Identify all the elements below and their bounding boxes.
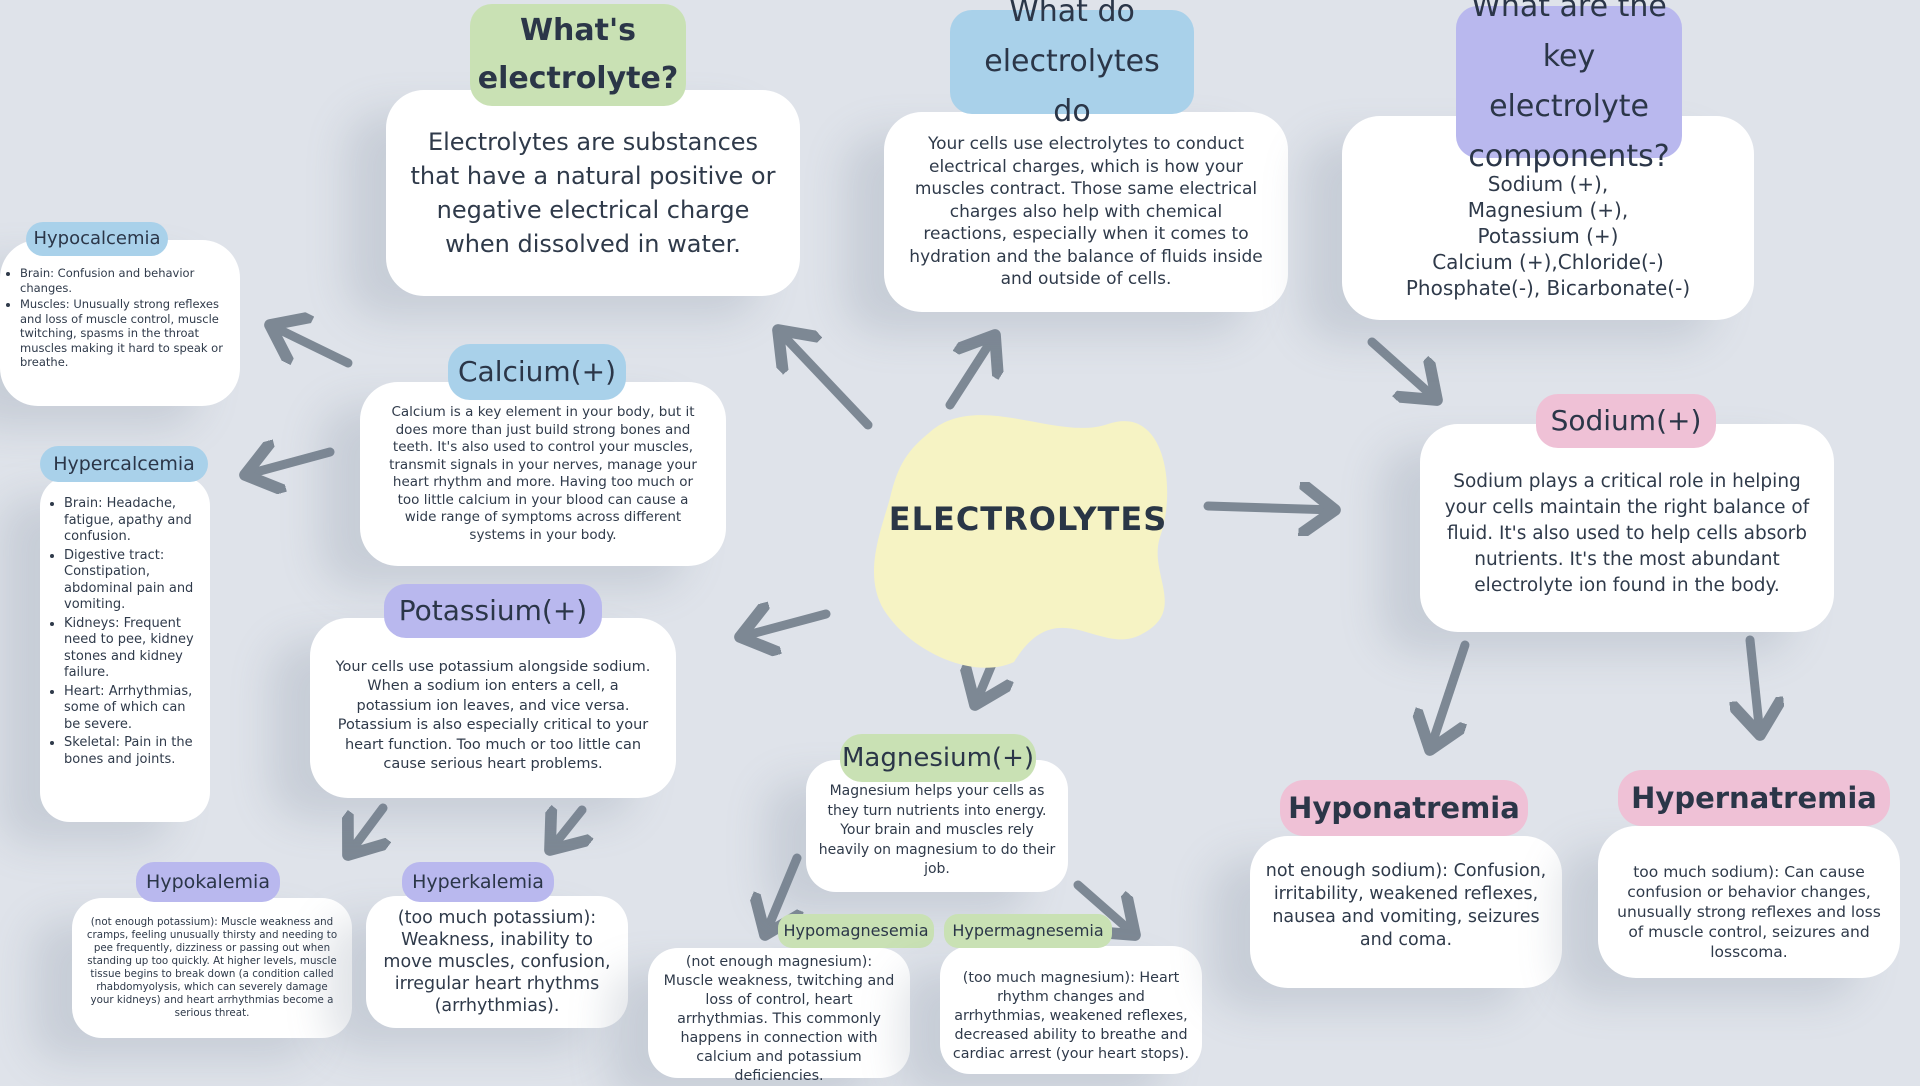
hypocalcemia-item: Muscles: Unusually strong reflexes and l… [20, 297, 226, 370]
arrow-to-whats [778, 330, 873, 430]
sodium-title: Sodium(+) [1536, 394, 1716, 448]
component-phosphate-bicarbonate: Phosphate(-), Bicarbonate(-) [1405, 276, 1691, 300]
hypernatremia-title: Hypernatremia [1618, 770, 1890, 826]
whats-electrolyte-text: Electrolytes are substances that have a … [410, 128, 776, 258]
magnesium-title: Magnesium(+) [840, 734, 1036, 782]
hypermagnesemia-text: (too much magnesium): Heart rhythm chang… [952, 969, 1190, 1062]
hyponatremia-title: Hyponatremia [1280, 780, 1528, 836]
what-do-text: Your cells use electrolytes to conduct e… [909, 134, 1263, 290]
hypercalcemia-item: Heart: Arrhythmias, some of which can be… [64, 684, 204, 734]
hypercalcemia-item: Digestive tract: Constipation, abdominal… [64, 548, 204, 614]
hypocalcemia-list: Brain: Confusion and behavior changes. M… [4, 266, 226, 372]
hypokalemia-card: (not enough potassium): Muscle weakness … [72, 898, 352, 1038]
hyperkalemia-title: Hyperkalemia [402, 862, 554, 902]
component-potassium: Potassium (+) [1477, 224, 1619, 248]
hypomagnesemia-card: (not enough magnesium): Muscle weakness,… [648, 948, 910, 1084]
arrow-to-hyperkalemia [550, 810, 582, 850]
potassium-text: Your cells use potassium alongside sodiu… [335, 658, 651, 773]
arrow-to-sodium [1203, 506, 1335, 510]
center-label: ELECTROLYTES [888, 500, 1168, 538]
hypocalcemia-title: Hypocalcemia [26, 222, 168, 256]
whats-electrolyte-card: Electrolytes are substances that have a … [386, 90, 800, 296]
hypocalcemia-item: Brain: Confusion and behavior changes. [20, 266, 226, 295]
hypokalemia-text: (not enough potassium): Muscle weakness … [86, 916, 338, 1019]
hyponatremia-card: not enough sodium): Confusion, irritabil… [1250, 836, 1562, 988]
arrow-to-hypernatremia [1750, 635, 1760, 735]
potassium-card: Your cells use potassium alongside sodiu… [310, 618, 676, 798]
hypercalcemia-item: Skeletal: Pain in the bones and joints. [64, 735, 204, 768]
hypercalcemia-item: Brain: Headache, fatigue, apathy and con… [64, 496, 204, 546]
arrow-to-components [1367, 337, 1437, 400]
arrow-to-hypocalcemia [270, 325, 353, 368]
hypernatremia-card: too much sodium): Can cause confusion or… [1598, 826, 1900, 978]
what-do-title: What do electrolytes do [950, 0, 1194, 129]
calcium-title: Calcium(+) [448, 344, 626, 400]
hypernatremia-text: too much sodium): Can cause confusion or… [1617, 863, 1881, 961]
arrow-to-hypomagnesemia [765, 853, 797, 935]
arrow-to-hypercalcemia [245, 452, 335, 475]
hyperkalemia-card: (too much potassium): Weakness, inabilit… [366, 896, 628, 1028]
arrow-to-hypermagnesemia [1073, 880, 1135, 935]
components-title: What are the key electrolyte components? [1456, 0, 1682, 174]
component-magnesium: Magnesium (+), [1467, 198, 1629, 222]
hypercalcemia-card: Brain: Headache, fatigue, apathy and con… [40, 476, 210, 822]
hypercalcemia-list: Brain: Headache, fatigue, apathy and con… [48, 496, 204, 770]
whats-electrolyte-title: What's electrolyte? [470, 4, 686, 106]
hypocalcemia-card: Brain: Confusion and behavior changes. M… [0, 240, 240, 406]
arrow-to-hyponatremia [1430, 640, 1470, 750]
hypomagnesemia-title: Hypomagnesemia [778, 914, 934, 948]
hypercalcemia-title: Hypercalcemia [40, 446, 208, 482]
hyponatremia-text: not enough sodium): Confusion, irritabil… [1265, 861, 1547, 950]
center-blob [874, 415, 1168, 668]
magnesium-text: Magnesium helps your cells as they turn … [818, 783, 1056, 878]
hypermagnesemia-card: (too much magnesium): Heart rhythm chang… [940, 946, 1202, 1074]
hypercalcemia-item: Kidneys: Frequent need to pee, kidney st… [64, 616, 204, 682]
arrow-to-whatdo [945, 335, 995, 410]
center-blob-shape [874, 415, 1168, 668]
hypomagnesemia-text: (not enough magnesium): Muscle weakness,… [663, 953, 895, 1084]
potassium-title: Potassium(+) [384, 584, 602, 638]
hyperkalemia-text: (too much potassium): Weakness, inabilit… [383, 908, 611, 1016]
calcium-text: Calcium is a key element in your body, b… [389, 404, 697, 543]
calcium-card: Calcium is a key element in your body, b… [360, 382, 726, 566]
hypokalemia-title: Hypokalemia [136, 862, 280, 902]
magnesium-card: Magnesium helps your cells as they turn … [806, 760, 1068, 892]
sodium-card: Sodium plays a critical role in helping … [1420, 424, 1834, 632]
arrow-to-hypokalemia [348, 803, 383, 855]
arrow-to-potassium [740, 614, 831, 637]
what-do-card: Your cells use electrolytes to conduct e… [884, 112, 1288, 312]
sodium-text: Sodium plays a critical role in helping … [1444, 471, 1810, 596]
hypermagnesemia-title: Hypermagnesemia [944, 914, 1112, 948]
component-sodium: Sodium (+), [1487, 172, 1609, 196]
component-calcium-chloride: Calcium (+),Chloride(-) [1432, 250, 1664, 274]
